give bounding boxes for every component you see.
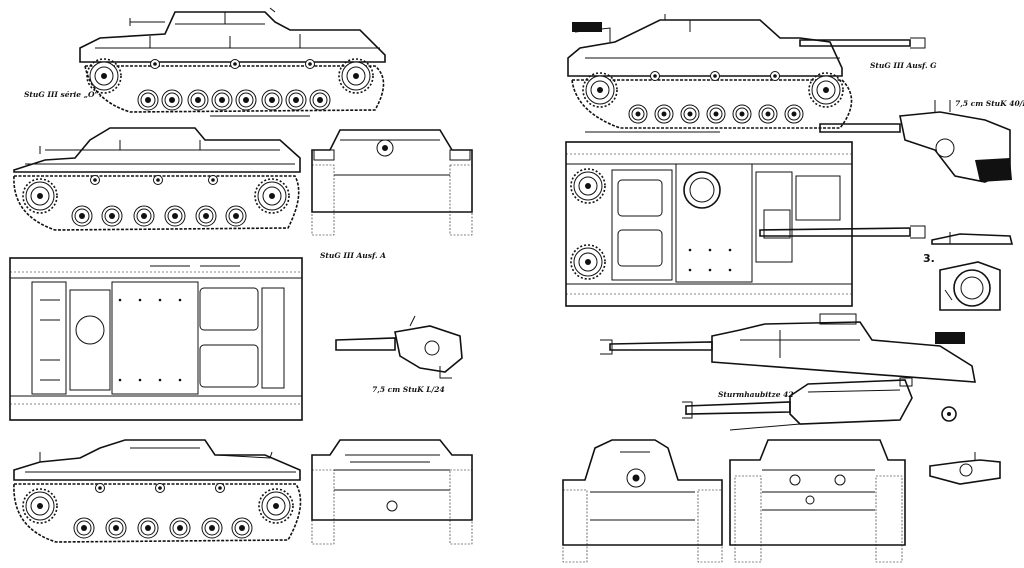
stug-g-rear-view xyxy=(729,439,906,563)
machine-gun-detail xyxy=(929,452,1001,485)
stug-a-side-view xyxy=(13,127,301,231)
stug-g-side-view xyxy=(567,14,926,133)
stug-o-side-view xyxy=(79,7,386,117)
stug-rear-view xyxy=(311,439,473,545)
caption-stug-g: StuG III Ausf. G xyxy=(870,61,937,70)
caption-stuk24: 7,5 cm StuK L/24 xyxy=(372,385,445,394)
caption-stug-a: StuG III Ausf. A xyxy=(320,251,386,260)
sturmhaubitze-side-lower xyxy=(682,377,913,431)
saukopf-detail xyxy=(939,261,1001,311)
stug-g-top-view xyxy=(565,141,926,307)
caption-stuk40: 7,5 cm StuK 40/L/48 xyxy=(955,99,1024,108)
stug-a-top-view xyxy=(9,257,303,421)
caption-sturmhaubitze: Sturmhaubitze 42 xyxy=(718,390,794,399)
sturmhaubitze-side-upper xyxy=(600,313,976,383)
stuk-l24-gun-drawing xyxy=(335,315,463,379)
stug-g-front-view xyxy=(562,439,723,563)
mantlet-detail xyxy=(931,232,1014,245)
stuk40-gun-drawing xyxy=(819,100,1012,183)
stug-bottom-side-view xyxy=(13,439,302,543)
caption-stug-o: StuG III série „O“. xyxy=(24,90,102,99)
hatch-detail xyxy=(941,406,957,422)
stug-a-front-view xyxy=(311,129,473,236)
figure-number: 3. xyxy=(923,252,935,265)
